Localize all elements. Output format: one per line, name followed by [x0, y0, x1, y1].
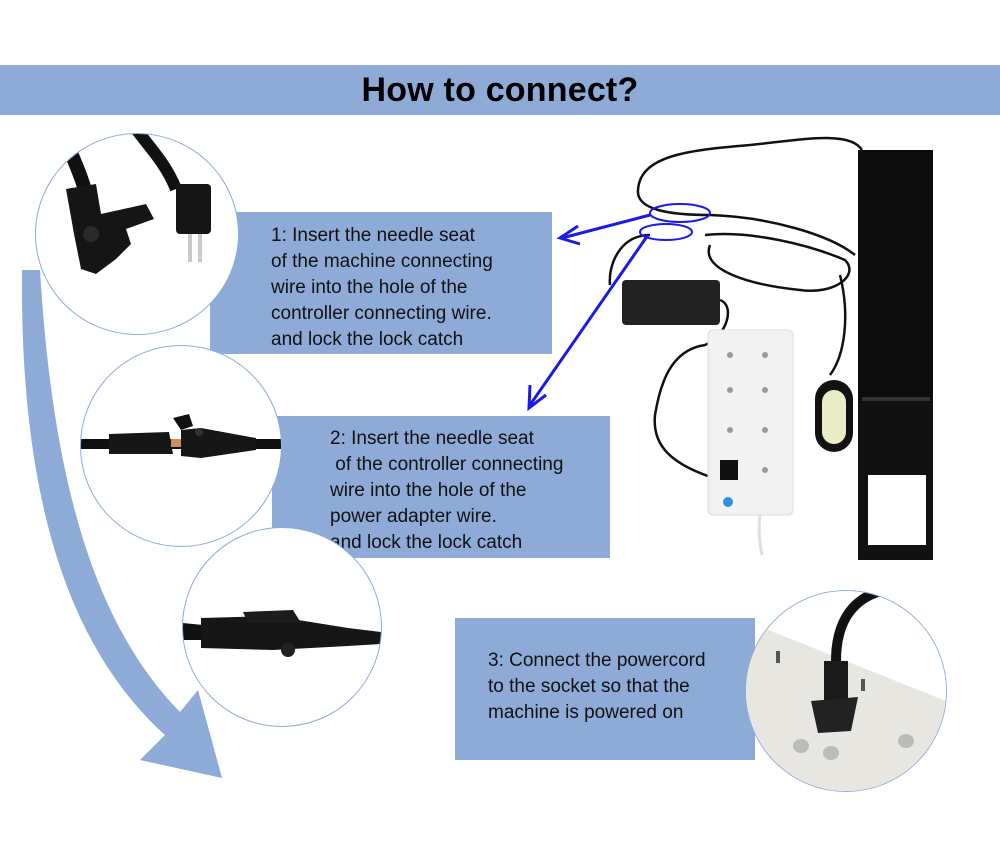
step-1-line: 1: Insert the needle seat — [271, 225, 475, 246]
step-2-line: power adapter wire. — [330, 506, 497, 527]
connector-inserting-image — [80, 345, 282, 547]
actuator-column — [858, 150, 933, 400]
plug-in-socket-illustration — [746, 591, 946, 791]
connector-inserting-illustration — [81, 414, 281, 458]
step-2-line: and lock the lock catch — [330, 532, 523, 553]
product-overview-image — [608, 136, 933, 560]
connector-open-image — [35, 133, 239, 335]
step-2-box: 2: Insert the needle seat of the control… — [272, 416, 610, 558]
step-2-line: wire into the hole of the — [330, 480, 527, 501]
step-3-box: 3: Connect the powercord to the socket s… — [455, 618, 755, 760]
connector-locked-illustration — [183, 610, 381, 657]
power-strip — [707, 329, 794, 516]
step-3-line: machine is powered on — [488, 702, 684, 723]
step-3-line: to the socket so that the — [488, 676, 690, 697]
step-1-line: and lock the lock catch — [271, 329, 464, 350]
step-1-box: 1: Insert the needle seat of the machine… — [210, 212, 552, 354]
step-2-line: of the controller connecting — [330, 454, 564, 475]
connector-highlight-2 — [639, 223, 693, 241]
page-title: How to connect? — [361, 70, 639, 109]
step-1-line: controller connecting wire. — [271, 303, 492, 324]
connector-locked-image — [182, 527, 382, 727]
connector-highlight-1 — [649, 203, 711, 223]
step-1-line: of the machine connecting — [271, 251, 493, 272]
connector-open-illustration — [55, 134, 211, 274]
step-3-line: 3: Connect the powercord — [488, 650, 706, 671]
plug-in-socket-image — [745, 590, 947, 792]
step-1-line: wire into the hole of the — [271, 277, 468, 298]
power-adapter — [622, 280, 720, 325]
step-2-line: 2: Insert the needle seat — [330, 428, 534, 449]
title-banner: How to connect? — [0, 65, 1000, 115]
